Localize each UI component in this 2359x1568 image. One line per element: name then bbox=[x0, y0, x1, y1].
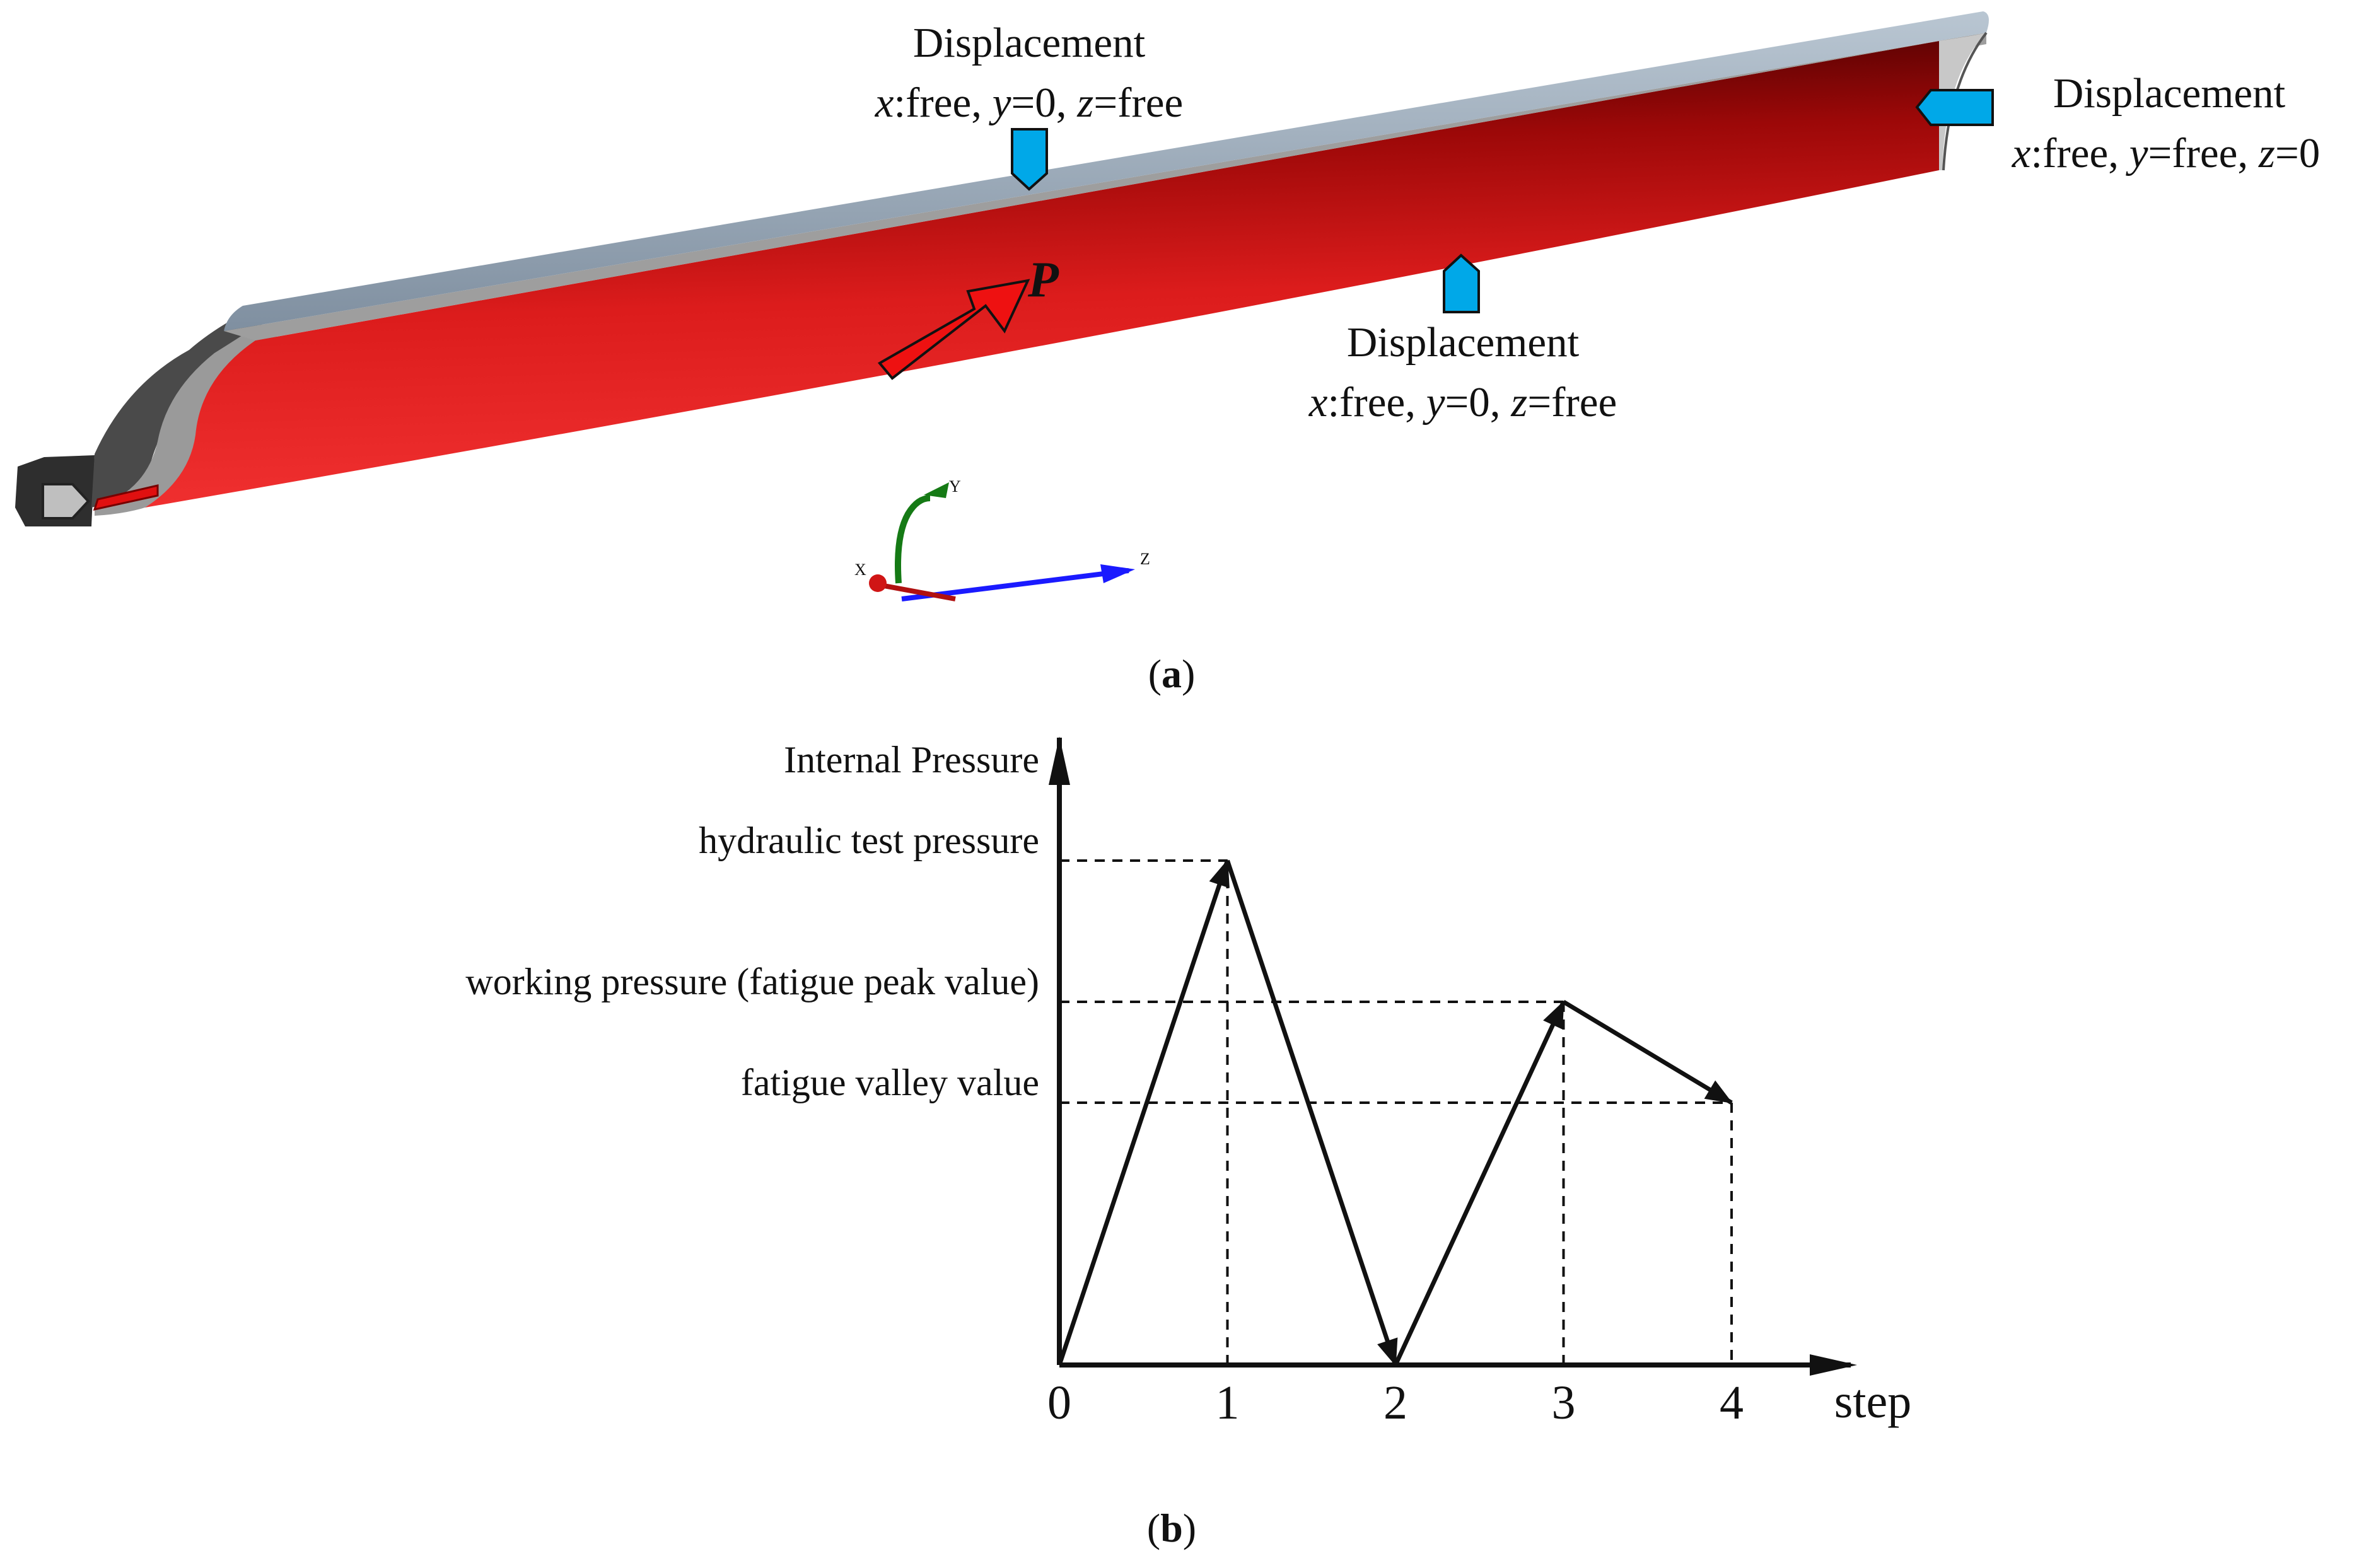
x-axis-arrow-icon bbox=[1810, 1354, 1857, 1376]
panel-a-caption: (a) bbox=[1148, 651, 1196, 696]
outer-layer-top bbox=[224, 11, 1989, 331]
pipe-model bbox=[15, 11, 1989, 526]
load-segment-2 bbox=[1225, 859, 1398, 1367]
triad-y-label: Y bbox=[949, 477, 961, 496]
label-right: Displacement x:free, y=free, z=0 bbox=[2012, 70, 2320, 177]
label-mid-line2: x:free, y=0, z=free bbox=[1308, 379, 1617, 426]
x-axis-label: step bbox=[1834, 1375, 1911, 1428]
elbow-back bbox=[91, 306, 296, 508]
x-tick-2: 2 bbox=[1383, 1376, 1407, 1429]
load-segment-1 bbox=[1057, 859, 1230, 1366]
x-tick-4: 4 bbox=[1720, 1376, 1744, 1429]
triad-y-axis bbox=[895, 495, 931, 584]
inner-surface bbox=[145, 41, 1939, 508]
end-cap-right bbox=[1939, 33, 1986, 170]
panel-a: P Y Z X Displacement x:free, y=0, z=free… bbox=[15, 11, 2320, 696]
triad-z-head-icon bbox=[1100, 564, 1135, 583]
boundary-marker-mid bbox=[1443, 253, 1480, 313]
label-right-title: Displacement bbox=[2053, 70, 2286, 117]
triad-x-label: X bbox=[854, 560, 866, 579]
label-top: Displacement x:free, y=0, z=free bbox=[875, 20, 1183, 126]
panel-b-chart: Internal Pressure step hydraulic test pr… bbox=[465, 736, 1911, 1550]
boundary-marker-right bbox=[1915, 89, 1994, 126]
dashed-guides bbox=[1059, 859, 1733, 1365]
outer-layer-band bbox=[224, 33, 1986, 340]
x-tick-3: 3 bbox=[1552, 1376, 1576, 1429]
end-plug bbox=[42, 483, 90, 520]
boundary-marker-top bbox=[1011, 128, 1048, 191]
coordinate-triad: Y Z X bbox=[854, 477, 1150, 601]
load-segment-3 bbox=[1393, 1001, 1566, 1366]
triad-z-label: Z bbox=[1140, 550, 1150, 568]
label-mid: Displacement x:free, y=0, z=free bbox=[1308, 319, 1617, 426]
level-label-valley: fatigue valley value bbox=[741, 1062, 1039, 1103]
level-label-working: working pressure (fatigue peak value) bbox=[465, 961, 1039, 1002]
axial-arrow-icon bbox=[93, 484, 159, 511]
load-path bbox=[1057, 859, 1733, 1367]
load-segment-4 bbox=[1562, 999, 1733, 1105]
triad-y-head-icon bbox=[924, 482, 949, 498]
x-tick-1: 1 bbox=[1216, 1376, 1240, 1429]
panel-b-caption: (b) bbox=[1147, 1506, 1196, 1550]
x-tick-0: 0 bbox=[1047, 1376, 1071, 1429]
label-right-line2: x:free, y=free, z=0 bbox=[2012, 130, 2320, 177]
triad-x-head-icon bbox=[869, 574, 887, 592]
y-axis-arrow-icon bbox=[1049, 736, 1070, 785]
label-top-title: Displacement bbox=[913, 20, 1146, 66]
pressure-label: P bbox=[1027, 252, 1059, 308]
level-label-hydraulic: hydraulic test pressure bbox=[699, 820, 1039, 861]
pressure-arrow-icon bbox=[877, 279, 1030, 380]
label-mid-title: Displacement bbox=[1347, 319, 1580, 366]
y-axis-label: Internal Pressure bbox=[784, 739, 1039, 781]
label-top-line2: x:free, y=0, z=free bbox=[875, 79, 1183, 126]
x-tick-labels: 0 1 2 3 4 bbox=[1047, 1376, 1744, 1429]
